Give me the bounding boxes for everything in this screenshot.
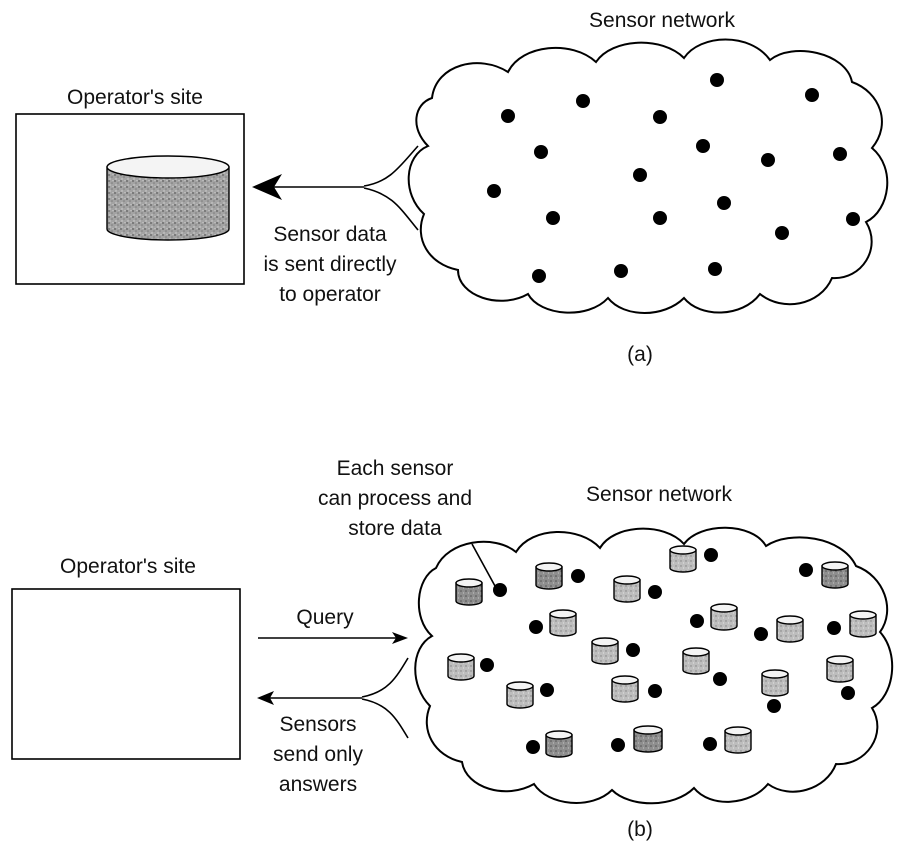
- sensor-dot-icon: [493, 583, 507, 597]
- operator-site-box-b: [11, 588, 241, 760]
- sensor-dot-icon: [754, 627, 768, 641]
- sensor-dot-icon: [526, 740, 540, 754]
- answers-arrow: [257, 657, 409, 739]
- arrow-caption-a-line3: to operator: [279, 283, 381, 306]
- sensor-dot-icon: [546, 211, 560, 225]
- answers-caption-line2: send only: [273, 743, 363, 766]
- sensor-dot-icon: [799, 563, 813, 577]
- annotation-line1: Each sensor: [337, 457, 454, 480]
- sensor-dot-icon: [648, 684, 662, 698]
- sensor-dot-icon: [704, 548, 718, 562]
- sensor-dot-icon: [614, 264, 628, 278]
- site-title-b: Operator's site: [60, 555, 196, 578]
- sensor-storage-cylinder-icon: [613, 575, 641, 603]
- panel-b: Each sensor can process and store data S…: [11, 457, 894, 841]
- sensor-dot-icon: [534, 145, 548, 159]
- site-title-a: Operator's site: [67, 86, 203, 109]
- sensor-storage-cylinder-icon: [447, 653, 475, 681]
- sensor-dot-icon: [708, 262, 722, 276]
- sensor-storage-cylinder-icon: [506, 681, 534, 709]
- query-label: Query: [296, 606, 354, 629]
- cloud-title-b: Sensor network: [586, 483, 732, 506]
- sensor-dot-icon: [696, 139, 710, 153]
- sensor-storage-cylinder-icon: [682, 647, 710, 675]
- sensor-dot-icon: [775, 226, 789, 240]
- sensor-dot-icon: [576, 94, 590, 108]
- sensor-dot-icon: [529, 620, 543, 634]
- sensor-dot-icon: [690, 614, 704, 628]
- sensor-storage-cylinder-icon: [611, 675, 639, 703]
- sensor-dot-icon: [767, 699, 781, 713]
- cloud-title-a: Sensor network: [589, 9, 735, 32]
- annotation-pointer: [471, 543, 496, 587]
- annotation-line3: store data: [348, 517, 442, 540]
- sensor-dot-icon: [532, 269, 546, 283]
- answers-caption-line3: answers: [279, 773, 357, 796]
- operator-site-box-a: [15, 113, 245, 285]
- database-cylinder-icon: [106, 155, 230, 241]
- sensor-storage-cylinder-icon: [724, 726, 752, 754]
- sensor-dot-icon: [833, 147, 847, 161]
- sensor-storage-cylinder-icon: [669, 545, 697, 573]
- annotation-line2: can process and: [318, 487, 472, 510]
- sensor-dot-icon: [633, 168, 647, 182]
- sensor-storage-cylinder-icon: [849, 610, 877, 638]
- sensor-dot-icon: [846, 212, 860, 226]
- sensor-dot-icon: [827, 621, 841, 635]
- sensor-storage-cylinder-icon: [535, 562, 563, 590]
- sensor-dot-icon: [571, 569, 585, 583]
- sensor-nodes-b: [447, 545, 877, 758]
- arrow-caption-a-line1: Sensor data: [273, 223, 387, 246]
- sensor-dot-icon: [710, 73, 724, 87]
- panel-a: Sensor network Operator's site: [15, 9, 889, 366]
- sensor-storage-cylinder-icon: [776, 615, 804, 643]
- panel-label-b: (b): [627, 818, 653, 841]
- sensor-network-cloud-b: [414, 526, 894, 805]
- sensor-dot-icon: [653, 110, 667, 124]
- sensor-storage-cylinder-icon: [549, 609, 577, 637]
- sensor-dot-icon: [540, 683, 554, 697]
- sensor-storage-cylinder-icon: [455, 578, 483, 606]
- sensor-dot-icon: [703, 737, 717, 751]
- sensor-dot-icon: [805, 88, 819, 102]
- answers-caption-line1: Sensors: [279, 713, 356, 736]
- sensor-dot-icon: [611, 738, 625, 752]
- sensor-storage-cylinder-icon: [633, 725, 663, 753]
- sensor-dot-icon: [626, 643, 640, 657]
- query-arrow: [258, 632, 408, 644]
- sensor-dot-icon: [487, 184, 501, 198]
- sensor-dot-icon: [717, 196, 731, 210]
- sensor-storage-cylinder-icon: [826, 655, 854, 683]
- sensor-storage-cylinder-icon: [710, 603, 738, 631]
- sensor-dot-icon: [653, 211, 667, 225]
- sensor-dot-icon: [480, 658, 494, 672]
- panel-label-a: (a): [627, 343, 653, 366]
- sensor-storage-cylinder-icon: [545, 730, 573, 758]
- arrow-caption-a-line2: is sent directly: [263, 253, 397, 276]
- sensor-dot-icon: [648, 585, 662, 599]
- sensor-dot-icon: [713, 672, 727, 686]
- sensor-storage-cylinder-icon: [591, 637, 619, 665]
- sensor-storage-cylinder-icon: [821, 561, 849, 589]
- sensor-dot-icon: [761, 153, 775, 167]
- sensor-dot-icon: [501, 109, 515, 123]
- sensor-storage-cylinder-icon: [761, 669, 789, 697]
- sensor-network-cloud-a: [407, 38, 889, 314]
- data-flow-arrow-a: [252, 145, 419, 231]
- sensor-nodes-a: [487, 73, 860, 283]
- sensor-dot-icon: [841, 686, 855, 700]
